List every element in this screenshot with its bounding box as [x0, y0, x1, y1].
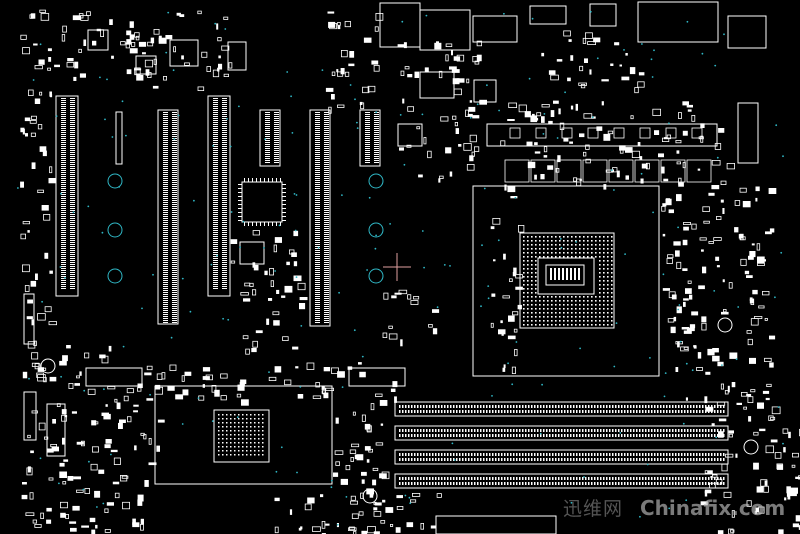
- dimm-slot-4[interactable]: [394, 473, 729, 489]
- io-connector-usb[interactable]: [379, 2, 421, 48]
- clock-chip: [169, 39, 199, 67]
- cpu-socket-outline[interactable]: [472, 185, 660, 377]
- pcie-slot-6[interactable]: [359, 109, 381, 167]
- io-connector-hdmi[interactable]: [472, 15, 518, 43]
- bios-chip[interactable]: [397, 123, 423, 147]
- watermark-en: Chinafix.com: [640, 496, 786, 520]
- pch-chip[interactable]: [213, 409, 270, 463]
- dimm-slot-3[interactable]: [394, 449, 729, 465]
- mount-hole: [107, 268, 123, 284]
- crosshair-cursor: [383, 253, 411, 281]
- sata-connector[interactable]: [435, 515, 557, 534]
- watermark-cn: 迅维网: [563, 498, 624, 520]
- pcie-slot-5[interactable]: [309, 109, 331, 327]
- cpu-socket-core: [519, 232, 615, 329]
- io-connector-lan[interactable]: [419, 9, 471, 51]
- mount-hole: [368, 268, 384, 284]
- mount-hole: [368, 222, 384, 238]
- pcie-slot-1[interactable]: [55, 95, 79, 297]
- pcie-slot-4[interactable]: [259, 109, 281, 167]
- pcie-slot-3[interactable]: [207, 95, 231, 297]
- vrm-strip[interactable]: [486, 123, 718, 147]
- mount-hole: [107, 222, 123, 238]
- io-connector-audio[interactable]: [727, 15, 767, 49]
- dimm-slot-2[interactable]: [394, 425, 729, 441]
- super-io-chip[interactable]: [241, 181, 283, 223]
- io-connector-vga[interactable]: [637, 1, 719, 43]
- mount-hole: [107, 173, 123, 189]
- mount-hole: [368, 173, 384, 189]
- atx-power-connector[interactable]: [737, 102, 759, 164]
- pcie-slot-2[interactable]: [157, 109, 179, 325]
- dimm-slot-1[interactable]: [394, 401, 729, 417]
